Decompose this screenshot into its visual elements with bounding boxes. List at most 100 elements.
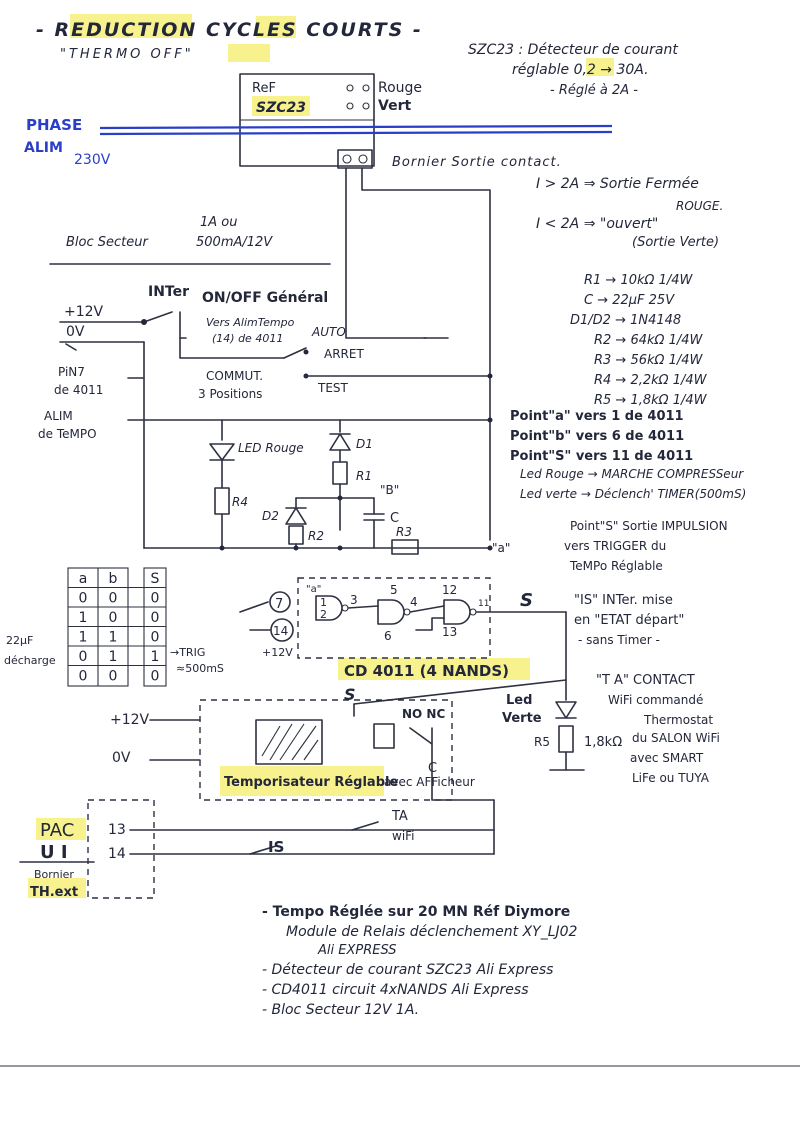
commut-blade bbox=[283, 347, 307, 359]
point-a-note: Point"a" vers 1 de 4011 bbox=[510, 409, 684, 424]
szc-box-ref: ReF bbox=[252, 81, 276, 96]
commut-feed bbox=[179, 337, 285, 359]
truth-header-1: b bbox=[109, 571, 118, 587]
gate-n4: 4 bbox=[410, 595, 418, 609]
s-feed bbox=[353, 679, 567, 705]
commut-label-1: COMMUT. bbox=[206, 369, 263, 383]
page-subtitle: "THERMO OFF" bbox=[60, 47, 194, 62]
note-4: - Détecteur de courant SZC23 Ali Express bbox=[262, 962, 553, 978]
title-highlight-3 bbox=[228, 44, 270, 62]
r2-label: R2 bbox=[308, 529, 324, 543]
comp-r4: R4 → 2,2kΩ 1/4W bbox=[594, 373, 708, 388]
gate-pin7: 7 bbox=[275, 597, 283, 612]
phase-volt-label: 230V bbox=[74, 152, 111, 168]
commut-auto: AUTO bbox=[311, 325, 346, 339]
bornier-small: Bornier bbox=[34, 868, 74, 881]
phase-wire-1 bbox=[99, 124, 613, 130]
led-green-symbol-2 bbox=[362, 102, 370, 110]
truth-cell: 0 bbox=[109, 669, 118, 685]
trig-note-1: →TRIG bbox=[170, 646, 205, 659]
gate-2-3-wire bbox=[409, 605, 445, 613]
szc-desc-2: réglable 0,2 → 30A. bbox=[512, 62, 649, 78]
rail-dot bbox=[487, 417, 493, 423]
gate-a-in: "a" bbox=[306, 584, 321, 595]
comp-r2: R2 → 64kΩ 1/4W bbox=[594, 333, 704, 348]
led-verte-label-1: Led bbox=[506, 693, 532, 708]
title-highlight-2 bbox=[256, 16, 296, 38]
s-note-3: TeMPo Réglable bbox=[569, 559, 663, 573]
ground-tick bbox=[65, 343, 77, 351]
d2-label: D2 bbox=[262, 509, 279, 523]
szc-desc-3: - Réglé à 2A - bbox=[550, 83, 638, 98]
nand-gate-2 bbox=[377, 599, 405, 625]
note-6: - Bloc Secteur 12V 1A. bbox=[262, 1002, 419, 1018]
gate-13-wire bbox=[415, 617, 445, 631]
comp-r1: R1 → 10kΩ 1/4W bbox=[584, 273, 694, 288]
comp-d: D1/D2 → 1N4148 bbox=[570, 313, 681, 328]
gnd-node-3 bbox=[337, 545, 343, 551]
cond-low: I < 2A ⇒ "ouvert" bbox=[536, 216, 658, 232]
gate-n1: 1 bbox=[320, 596, 327, 609]
vers-alim-label: Vers AlimTempo bbox=[206, 316, 295, 329]
inter-switch-blade bbox=[143, 311, 173, 323]
r5-label: R5 bbox=[534, 735, 550, 749]
switch-to-tempo bbox=[179, 311, 187, 339]
bottom-notes: - Tempo Réglée sur 20 MN Réf Diymore Mod… bbox=[262, 904, 578, 1018]
pin7-ground bbox=[239, 601, 269, 613]
truth-cell: 0 bbox=[79, 649, 88, 665]
gate-n12: 12 bbox=[442, 583, 457, 597]
timer-highlight bbox=[220, 766, 384, 796]
led-red-symbol-2 bbox=[362, 84, 370, 92]
supply-0v-label: 0V bbox=[66, 324, 85, 340]
is-note-2: en "ETAT départ" bbox=[574, 613, 684, 628]
component-list: R1 → 10kΩ 1/4W C → 22µF 25V D1/D2 → 1N41… bbox=[570, 273, 708, 408]
terminal-block bbox=[337, 149, 373, 169]
truth-cell: 1 bbox=[79, 630, 88, 646]
is-label: IS bbox=[268, 838, 284, 856]
szc-box-name: SZC23 bbox=[256, 100, 306, 116]
cond-vert: (Sortie Verte) bbox=[632, 235, 719, 250]
bloc-rating-1: 1A ou bbox=[200, 215, 238, 230]
pin7-de4011: de 4011 bbox=[54, 383, 103, 397]
r5-resistor bbox=[558, 725, 574, 753]
point-b-note: Point"b" vers 6 de 4011 bbox=[510, 429, 684, 444]
phase-label: PHASE bbox=[26, 116, 82, 134]
gate-n11: 11 bbox=[478, 599, 489, 609]
pac-label: PAC bbox=[40, 820, 74, 841]
truth-cell: 0 bbox=[79, 591, 88, 607]
truth-cell: 1 bbox=[151, 649, 160, 665]
comp-r3: R3 → 56kΩ 1/4W bbox=[594, 353, 704, 368]
cond-rouge: ROUGE. bbox=[676, 199, 723, 213]
pin7-label: PiN7 bbox=[58, 365, 85, 379]
timer-12v: +12V bbox=[110, 712, 150, 728]
timer-display-hatch bbox=[261, 723, 319, 761]
relay-nonc: NO NC bbox=[402, 707, 445, 721]
alim-label: ALIM bbox=[44, 409, 73, 423]
cond-high: I > 2A ⇒ Sortie Fermée bbox=[536, 176, 699, 192]
comp-c: C → 22µF 25V bbox=[584, 293, 675, 308]
cd4011-label: CD 4011 (4 NANDS) bbox=[344, 662, 509, 680]
contact-wire-left bbox=[345, 167, 427, 339]
timer-avec: avec AFFicheur bbox=[384, 775, 475, 789]
chip-highlight bbox=[338, 658, 530, 680]
supply-12v-label: +12V bbox=[64, 304, 104, 320]
r3-resistor bbox=[391, 539, 419, 555]
r1-resistor bbox=[332, 461, 348, 485]
szc-vert-label: Vert bbox=[378, 98, 411, 114]
truth-header-0: a bbox=[79, 571, 88, 587]
truth-cell: 0 bbox=[151, 630, 160, 646]
terminal-screw-1 bbox=[342, 154, 352, 164]
ta-note-1: "T A" CONTACT bbox=[596, 673, 695, 688]
comp-r5: R5 → 1,8kΩ 1/4W bbox=[594, 393, 708, 408]
r5-value: 1,8kΩ bbox=[584, 735, 622, 750]
note-3: Ali EXPRESS bbox=[317, 943, 397, 958]
truth-cell: 1 bbox=[79, 610, 88, 626]
page-title: - REDUCTION CYCLES COURTS - bbox=[36, 19, 423, 41]
gnd-node-1 bbox=[219, 545, 225, 551]
bornier-label: Bornier Sortie contact. bbox=[392, 155, 562, 170]
led-green-symbol bbox=[346, 102, 354, 110]
thext-label: TH.ext bbox=[30, 885, 78, 900]
phase-wire-2 bbox=[99, 130, 613, 136]
cap-note-2: décharge bbox=[4, 654, 56, 667]
